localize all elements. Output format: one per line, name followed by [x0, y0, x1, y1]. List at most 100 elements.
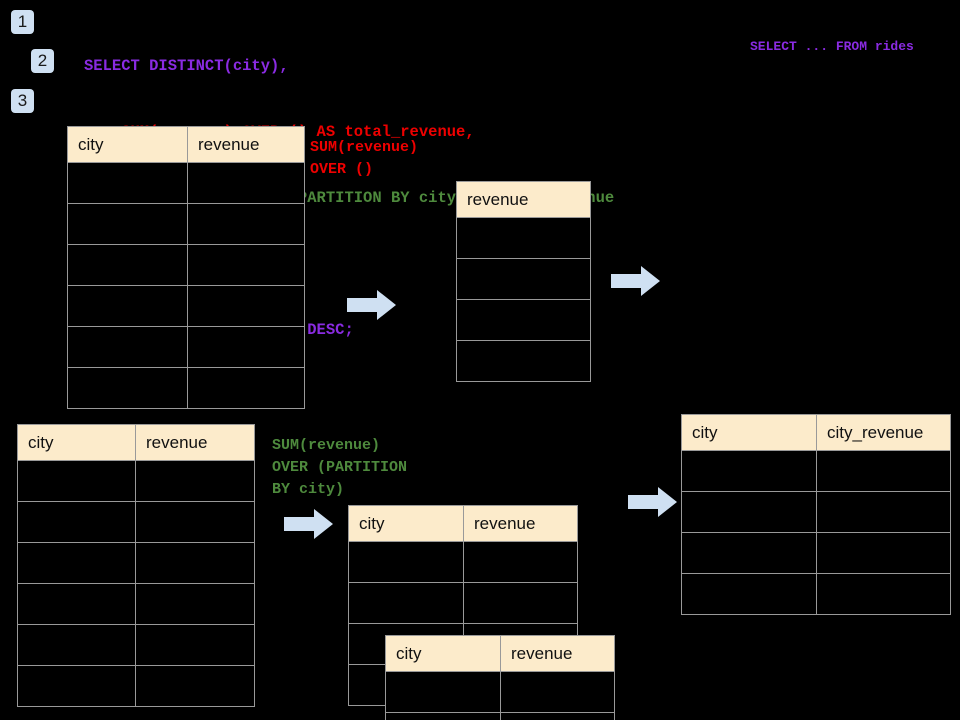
table-row [67, 326, 305, 368]
table-row [385, 712, 615, 720]
table-rides-bottom: city revenue [17, 424, 255, 707]
cell-city [17, 460, 136, 502]
cell-city [67, 203, 188, 245]
table-row [17, 665, 255, 707]
annotation-total-revenue: SUM(revenue) OVER () [310, 139, 419, 178]
cell-city [17, 583, 136, 625]
table-header-row: city revenue [67, 126, 305, 163]
step-badge-3: 3 [11, 89, 34, 113]
table-total-revenue: revenue [456, 181, 591, 382]
table-header-row: city city_revenue [681, 414, 951, 451]
table-body [67, 162, 305, 409]
table-row [348, 541, 578, 583]
step-badge-2: 2 [31, 49, 54, 73]
table-header-row: revenue [456, 181, 591, 218]
cell-city [67, 162, 188, 204]
table-row [67, 367, 305, 409]
column-header-city: city [385, 635, 501, 672]
column-header-city-revenue: city_revenue [816, 414, 951, 451]
cell-revenue [187, 162, 305, 204]
table-row [67, 203, 305, 245]
table-row [17, 501, 255, 543]
arrow-right-icon [628, 487, 677, 517]
step-badge-1: 1 [11, 10, 34, 34]
cell-revenue [135, 665, 255, 707]
annotation-city-revenue: SUM(revenue) OVER (PARTITION BY city) [272, 437, 408, 498]
cell-revenue [187, 244, 305, 286]
cell-city [385, 712, 501, 720]
table-row [17, 624, 255, 666]
table-row [456, 217, 591, 259]
table-row [456, 340, 591, 382]
table-row [681, 573, 951, 615]
arrow-right-icon [347, 290, 396, 320]
table-row [681, 450, 951, 492]
arrow-right-icon [611, 266, 660, 296]
table-row [17, 460, 255, 502]
cell-revenue [456, 299, 591, 341]
cell-city [681, 573, 817, 615]
column-header-city: city [348, 505, 464, 542]
table-body [17, 460, 255, 707]
column-header-revenue: revenue [463, 505, 578, 542]
cell-city [67, 326, 188, 368]
table-partition-group-b: city revenue [385, 635, 615, 720]
table-body [385, 671, 615, 720]
cell-revenue [456, 258, 591, 300]
column-header-city: city [681, 414, 817, 451]
cell-city [17, 501, 136, 543]
table-row [681, 532, 951, 574]
table-row [17, 583, 255, 625]
cell-revenue [463, 541, 578, 583]
sql-line-select: SELECT DISTINCT(city), [84, 57, 289, 75]
cell-revenue [500, 671, 615, 713]
cell-revenue [135, 583, 255, 625]
cell-revenue [135, 501, 255, 543]
cell-revenue [135, 460, 255, 502]
cell-city [681, 450, 817, 492]
side-note-select-from-rides: SELECT ... FROM rides [750, 39, 914, 54]
table-row [456, 258, 591, 300]
cell-revenue [456, 340, 591, 382]
column-header-revenue: revenue [135, 424, 255, 461]
cell-revenue [187, 203, 305, 245]
table-row [385, 671, 615, 713]
cell-city [348, 541, 464, 583]
cell-revenue [135, 542, 255, 584]
table-row [67, 285, 305, 327]
table-row [681, 491, 951, 533]
cell-city [385, 671, 501, 713]
cell-city [17, 624, 136, 666]
column-header-revenue: revenue [456, 181, 591, 218]
cell-city [681, 491, 817, 533]
cell-city [67, 285, 188, 327]
cell-city [17, 542, 136, 584]
table-row [456, 299, 591, 341]
table-result: city city_revenue [681, 414, 951, 615]
column-header-revenue: revenue [500, 635, 615, 672]
cell-revenue [187, 326, 305, 368]
table-row [348, 582, 578, 624]
table-row [17, 542, 255, 584]
table-row [67, 162, 305, 204]
table-header-row: city revenue [17, 424, 255, 461]
arrow-right-icon [284, 509, 333, 539]
cell-city-revenue [816, 532, 951, 574]
cell-city [67, 244, 188, 286]
cell-city [681, 532, 817, 574]
table-row [67, 244, 305, 286]
cell-city-revenue [816, 450, 951, 492]
cell-city-revenue [816, 573, 951, 615]
column-header-city: city [67, 126, 188, 163]
cell-revenue [187, 285, 305, 327]
table-rides-top: city revenue [67, 126, 305, 409]
cell-revenue [135, 624, 255, 666]
table-header-row: city revenue [348, 505, 578, 542]
table-body [456, 217, 591, 382]
cell-revenue [187, 367, 305, 409]
column-header-revenue: revenue [187, 126, 305, 163]
column-header-city: city [17, 424, 136, 461]
cell-city [348, 582, 464, 624]
cell-city [67, 367, 188, 409]
